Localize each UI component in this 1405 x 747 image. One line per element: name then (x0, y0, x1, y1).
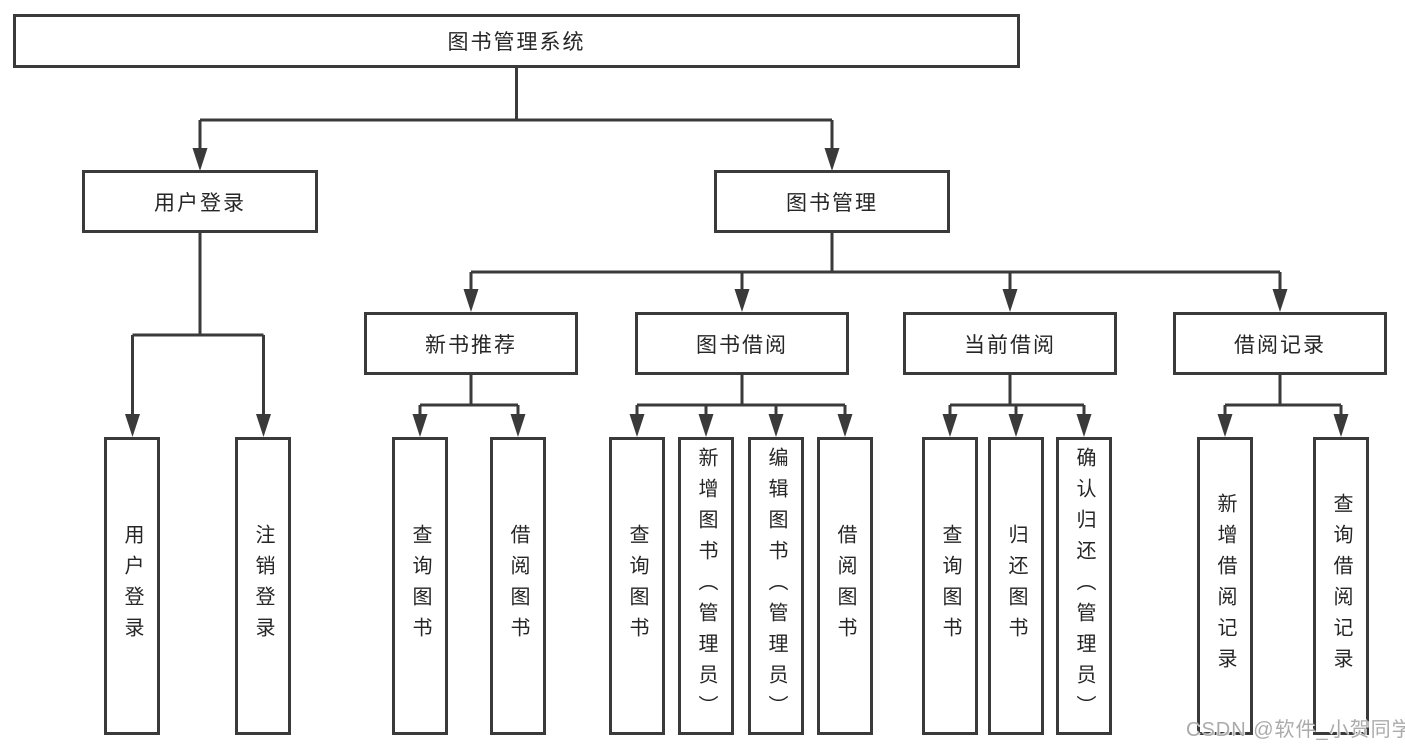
node-system-root: 图书管理系统 (13, 14, 1020, 68)
connector-book-management-to-level2 (463, 233, 1288, 312)
leaf-nbr-query-books: 查询图书 (392, 437, 448, 735)
node-label: 编辑图书（管理员） (765, 446, 787, 726)
connector-user-login-children (125, 233, 271, 437)
leaf-cb-query-books: 查询图书 (922, 437, 978, 735)
node-user-login: 用户登录 (82, 170, 318, 233)
node-label: 图书管理系统 (447, 31, 586, 54)
leaf-br-add-record: 新增借阅记录 (1197, 437, 1253, 735)
leaf-cb-return-books: 归还图书 (988, 437, 1044, 735)
node-label: 注销登录 (252, 524, 274, 648)
node-label: 归还图书 (1005, 524, 1027, 648)
node-label: 新书推荐 (425, 333, 517, 357)
leaf-cb-confirm-return-admin: 确认归还（管理员） (1056, 437, 1112, 735)
node-book-management: 图书管理 (714, 170, 950, 233)
csdn-watermark: CSDN @软件_小贺同学 (1186, 719, 1405, 741)
node-label: 确认归还（管理员） (1073, 446, 1095, 726)
node-label: 查询借阅记录 (1330, 493, 1352, 679)
connector-root-to-level1 (192, 68, 840, 171)
node-label: 图书借阅 (696, 333, 788, 357)
node-label: 借阅图书 (834, 524, 856, 648)
node-current-borrow: 当前借阅 (903, 312, 1117, 375)
leaf-user-login: 用户登录 (104, 437, 160, 735)
node-label: 借阅图书 (507, 524, 529, 648)
node-label: 查询图书 (939, 524, 961, 648)
leaf-br-query-record: 查询借阅记录 (1313, 437, 1369, 735)
node-book-borrow: 图书借阅 (635, 312, 849, 375)
node-label: 借阅记录 (1234, 333, 1326, 357)
leaf-bb-query-books: 查询图书 (609, 437, 665, 735)
node-borrow-records: 借阅记录 (1173, 312, 1387, 375)
node-label: 查询图书 (626, 524, 648, 648)
connector-book-borrow-children (629, 375, 853, 437)
node-label: 新增图书（管理员） (695, 446, 717, 726)
node-label: 新增借阅记录 (1214, 493, 1236, 679)
leaf-bb-borrow-books: 借阅图书 (817, 437, 873, 735)
node-new-book-recommend: 新书推荐 (364, 312, 578, 375)
connector-current-borrow-children (942, 375, 1092, 437)
leaf-logout: 注销登录 (235, 437, 291, 735)
leaf-nbr-borrow-books: 借阅图书 (490, 437, 546, 735)
leaf-bb-edit-books-admin: 编辑图书（管理员） (748, 437, 804, 735)
node-label: 图书管理 (786, 191, 878, 215)
node-label: 用户登录 (121, 524, 143, 648)
leaf-bb-add-books-admin: 新增图书（管理员） (678, 437, 734, 735)
node-label: 用户登录 (154, 191, 246, 215)
node-label: 查询图书 (409, 524, 431, 648)
connector-borrow-records-children (1217, 375, 1349, 437)
connector-new-book-recommend-children (412, 375, 526, 437)
node-label: 当前借阅 (964, 333, 1056, 357)
